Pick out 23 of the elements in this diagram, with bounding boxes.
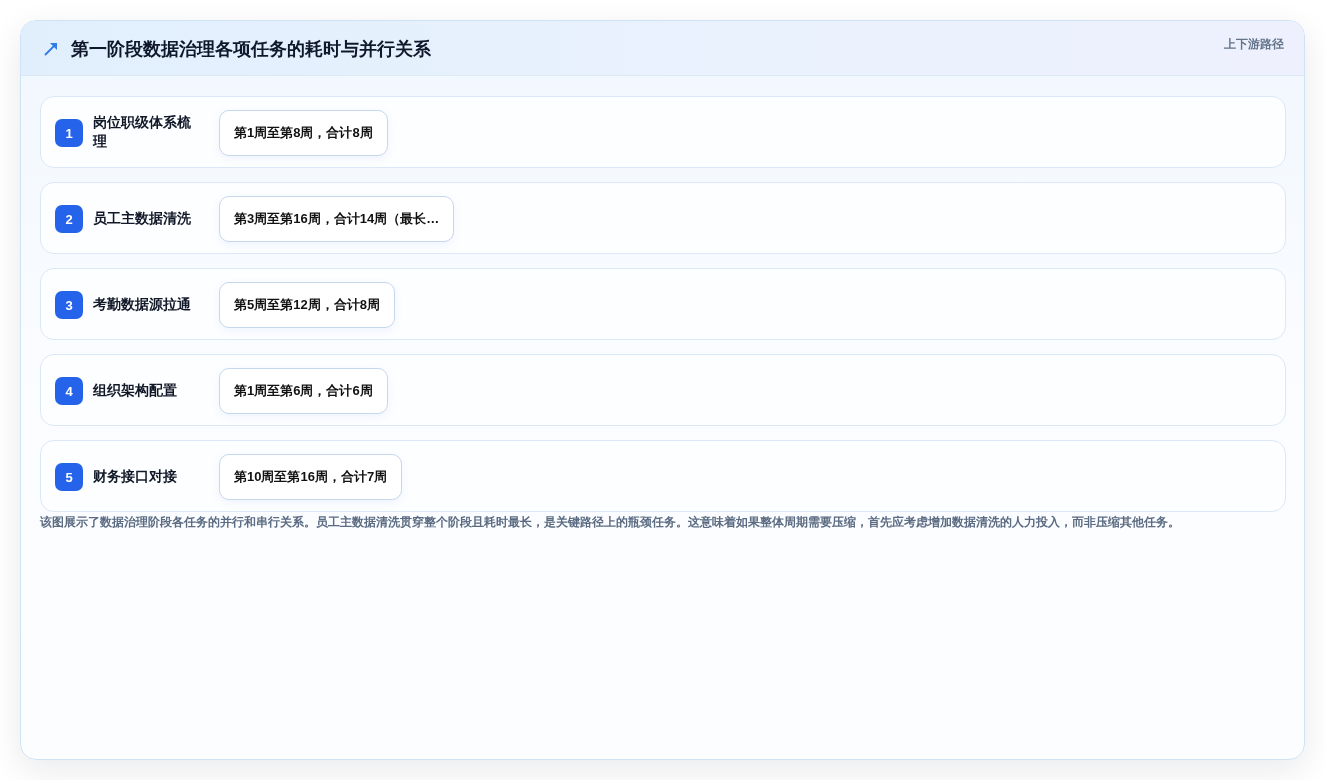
number-badge: 3: [55, 291, 83, 319]
task-row: [40, 354, 1286, 426]
number-badge: 5: [55, 463, 83, 491]
task-row: [40, 96, 1286, 168]
task-row: [40, 440, 1286, 512]
chart-title: 第一阶段数据治理各项任务的耗时与并行关系: [71, 38, 431, 61]
duration-pill: 第10周至第16周，合计7周: [219, 454, 403, 500]
number-badge: 1: [55, 119, 83, 147]
duration-pill: 第5周至第12周，合计8周: [219, 282, 395, 328]
duration-pill: 第1周至第8周，合计8周: [219, 110, 388, 156]
duration-pill: 第3周至第16周，合计14周（最长…: [219, 196, 455, 242]
task-name: 组织架构配置: [93, 380, 177, 400]
number-badge: 4: [55, 377, 83, 405]
task-row: [40, 268, 1286, 340]
number-badge: 2: [55, 205, 83, 233]
task-name: 财务接口对接: [93, 466, 177, 486]
caption-text: 该图展示了数据治理阶段各任务的并行和串行关系。员工主数据清洗贯穿整个阶段且耗时最长，是关键路径上的瓶颈任务。这意味着如果整体周期需要压缩，首先应考虑增加数据清洗的人力投入，而非压缩其他任务。: [40, 514, 1181, 530]
header-note: 上下游路径: [1224, 36, 1284, 52]
duration-pill: 第1周至第6周，合计6周: [219, 368, 388, 414]
task-name: 员工主数据清洗: [93, 208, 191, 228]
task-name: 考勤数据源拉通: [93, 294, 191, 314]
task-row: [40, 182, 1286, 254]
task-name: 岗位职级体系梳理: [93, 113, 192, 151]
